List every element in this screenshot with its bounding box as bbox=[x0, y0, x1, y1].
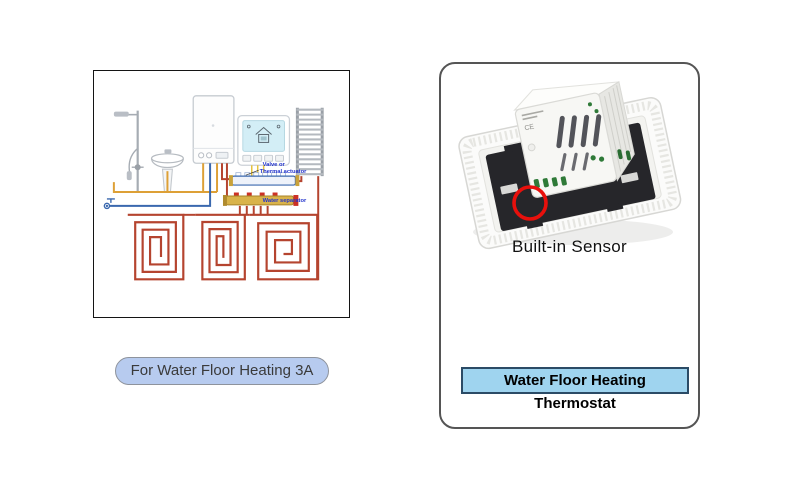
diagram-labels: Valve or Thermal actuator Water separato… bbox=[260, 162, 307, 204]
built-in-sensor-caption: Built-in Sensor bbox=[511, 237, 628, 256]
tap-icon bbox=[105, 204, 109, 208]
sink-icon bbox=[150, 149, 185, 193]
shower-icon bbox=[113, 110, 144, 192]
water-separator-manifold bbox=[222, 172, 300, 206]
boiler-icon bbox=[192, 95, 235, 164]
water-separator-label: Water separator bbox=[263, 198, 307, 204]
floor-coil-2 bbox=[195, 213, 246, 281]
label-leader-line bbox=[245, 169, 259, 176]
heating-system-diagram-panel: Valve or Thermal actuator Water separato… bbox=[93, 70, 350, 318]
thermostat-back-photo: CE bbox=[458, 81, 682, 250]
vent-slots bbox=[556, 114, 602, 149]
floor-coil-3 bbox=[249, 213, 319, 281]
ce-mark: CE bbox=[524, 123, 535, 132]
cold-water-pipes bbox=[103, 163, 212, 210]
sensor-highlight-circle bbox=[512, 185, 548, 221]
thermal-actuator-label: Thermal actuator bbox=[260, 169, 307, 175]
towel-radiator-icon bbox=[295, 107, 324, 177]
hot-water-pipes bbox=[112, 163, 219, 194]
heating-system-diagram: Valve or Thermal actuator Water separato… bbox=[103, 95, 324, 281]
wall-thermostat-icon bbox=[237, 114, 291, 166]
valve-label: Valve or bbox=[263, 162, 286, 168]
left-caption-button[interactable]: For Water Floor Heating 3A bbox=[115, 357, 329, 385]
product-name-label: Water Floor Heating Thermostat bbox=[461, 367, 689, 412]
floor-coil-1 bbox=[127, 213, 185, 281]
small-vent-slots bbox=[560, 152, 589, 172]
product-card: CE Built-in Sensor Water Floor Heating T… bbox=[439, 62, 700, 429]
floor-heating-coils bbox=[127, 213, 319, 281]
wiring-terminals bbox=[533, 102, 632, 189]
thermostat-back-device: CE bbox=[458, 81, 682, 250]
print-marks bbox=[521, 110, 544, 121]
